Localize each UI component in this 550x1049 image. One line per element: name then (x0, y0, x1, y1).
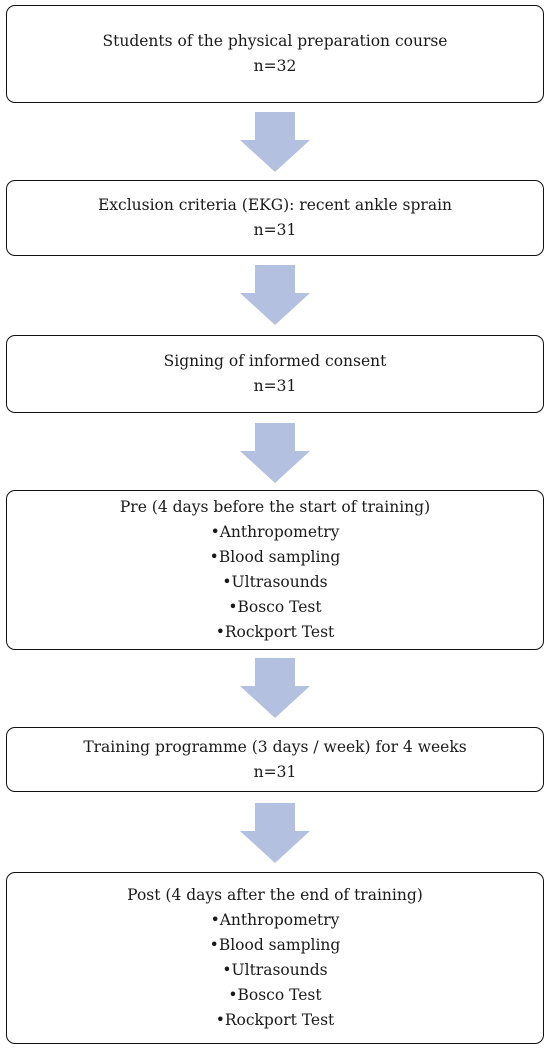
list-item: •Blood sampling (209, 936, 341, 954)
list-item: •Rockport Test (215, 1011, 335, 1029)
list-item: •Ultrasounds (222, 961, 328, 979)
list-item: •Bosco Test (228, 986, 322, 1004)
list-item: •Bosco Test (228, 598, 322, 616)
measurement-list: •Anthropometry •Blood sampling •Ultrasou… (210, 520, 341, 645)
step-box-exclusion: Exclusion criteria (EKG): recent ankle s… (6, 180, 544, 256)
step-title: Post (4 days after the end of training) (127, 886, 423, 904)
step-count: n=31 (253, 762, 297, 781)
list-item: •Blood sampling (209, 548, 341, 566)
down-arrow-icon (240, 658, 310, 718)
step-title: Signing of informed consent (163, 352, 387, 370)
down-arrow-icon (240, 803, 310, 863)
step-box-consent: Signing of informed consent n=31 (6, 335, 544, 413)
step-box-students: Students of the physical preparation cou… (6, 5, 544, 103)
down-arrow-icon (240, 112, 310, 172)
list-item: •Ultrasounds (222, 573, 328, 591)
step-count: n=31 (253, 377, 297, 395)
step-title: Students of the physical preparation cou… (102, 32, 448, 50)
step-title: Exclusion criteria (EKG): recent ankle s… (97, 196, 453, 214)
step-box-post: Post (4 days after the end of training) … (6, 872, 544, 1044)
measurement-list: •Anthropometry •Blood sampling •Ultrasou… (210, 908, 341, 1033)
step-count: n=31 (253, 221, 297, 239)
step-title: Pre (4 days before the start of training… (119, 498, 431, 516)
step-count: n=32 (253, 57, 297, 75)
down-arrow-icon (240, 265, 310, 325)
step-box-pre: Pre (4 days before the start of training… (6, 490, 544, 650)
list-item: •Anthropometry (210, 523, 340, 541)
step-title: Training programme (3 days / week) for 4… (83, 737, 467, 756)
list-item: •Anthropometry (210, 911, 340, 929)
step-box-training: Training programme (3 days / week) for 4… (6, 727, 544, 792)
down-arrow-icon (240, 423, 310, 483)
list-item: •Rockport Test (215, 623, 335, 641)
